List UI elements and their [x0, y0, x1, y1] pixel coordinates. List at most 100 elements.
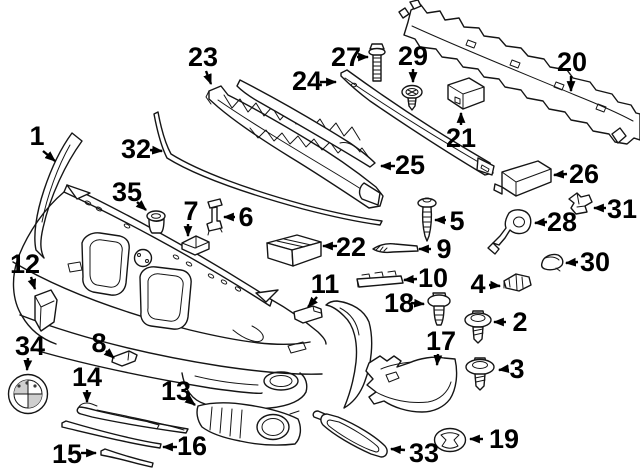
part-3-screw-drawing	[465, 357, 495, 391]
linework-path	[89, 239, 123, 288]
linework-path	[464, 312, 492, 328]
callout-33: 33	[389, 438, 439, 468]
linework-path	[25, 381, 29, 385]
linework-path	[66, 184, 91, 200]
linework-path	[422, 197, 432, 203]
linework-path	[95, 206, 103, 212]
linework-path	[293, 305, 323, 324]
callout-2: 2	[492, 307, 528, 337]
linework-path	[375, 245, 388, 252]
part-27-bolt-drawing	[368, 43, 386, 82]
linework-path	[28, 394, 42, 408]
callout-18: 18	[384, 288, 426, 318]
callout-5: 5	[433, 206, 465, 236]
linework-path	[12, 191, 65, 345]
callout-8: 8	[91, 328, 115, 359]
linework-path	[611, 127, 627, 144]
linework-path	[326, 419, 380, 453]
callout-number: 4	[470, 269, 485, 299]
linework-path	[261, 418, 285, 436]
linework-path	[576, 192, 586, 208]
callout-34: 34	[15, 331, 45, 372]
linework-path	[375, 381, 452, 403]
linework-path	[81, 232, 130, 296]
linework-path	[287, 341, 307, 354]
bumper-cover-drawing	[12, 184, 373, 410]
callout-number: 18	[384, 288, 414, 318]
linework-path	[111, 350, 138, 367]
linework-path	[217, 99, 371, 196]
linework-path	[236, 79, 376, 168]
linework-path	[67, 261, 83, 273]
linework-path	[411, 25, 634, 122]
part-20-upper-carrier-drawing	[398, 0, 640, 145]
linework-path	[380, 361, 413, 370]
callout-28: 28	[533, 207, 577, 237]
linework-path	[454, 96, 461, 105]
linework-path	[34, 349, 263, 395]
linework-path	[276, 238, 312, 248]
callout-19: 19	[468, 424, 519, 454]
callout-arrow	[23, 357, 33, 372]
part-22-foam-block-drawing	[266, 234, 322, 267]
callout-arrow	[564, 257, 579, 267]
callout-number: 10	[418, 263, 448, 293]
part-16-strip-drawing	[61, 420, 162, 449]
part-15-strip-drawing	[100, 448, 154, 468]
callout-arrow	[497, 364, 510, 373]
callout-arrow	[103, 348, 115, 359]
part-32-lower-trim-strip-drawing	[153, 111, 383, 226]
part-2-screw-drawing	[464, 310, 492, 344]
linework-path	[205, 90, 212, 105]
callout-number: 25	[395, 150, 425, 180]
linework-path	[209, 406, 243, 439]
part-35-grommet-drawing	[146, 210, 166, 234]
linework-path	[153, 111, 383, 226]
callout-arrow	[552, 169, 568, 179]
callout-number: 30	[580, 247, 610, 277]
callout-17: 17	[426, 326, 456, 367]
linework-path	[503, 273, 532, 292]
linework-path	[220, 279, 228, 285]
linework-path	[503, 273, 524, 291]
linework-path	[440, 432, 460, 449]
linework-path	[34, 132, 83, 259]
callout-number: 2	[512, 307, 527, 337]
linework-path	[127, 350, 130, 361]
part-30-cap-drawing	[540, 253, 564, 272]
callout-number: 34	[15, 331, 45, 361]
callout-25: 25	[379, 150, 425, 180]
linework-path	[472, 328, 484, 336]
part-28-holder-bracket-drawing	[487, 209, 532, 255]
linework-path	[417, 197, 437, 209]
callout-number: 24	[292, 66, 322, 96]
linework-path	[403, 4, 640, 145]
part-23-impact-absorber-drawing	[205, 85, 384, 209]
linework-path	[480, 164, 490, 173]
linework-path	[433, 309, 445, 321]
callout-number: 32	[121, 134, 151, 164]
callout-15: 15	[52, 439, 98, 469]
part-33-reflector-insert-drawing	[312, 410, 388, 458]
linework-path	[172, 254, 180, 260]
callout-arrow	[149, 145, 164, 155]
linework-path	[100, 448, 154, 468]
linework-path	[358, 182, 381, 206]
linework-path	[78, 402, 98, 408]
linework-path	[96, 409, 185, 431]
linework-path	[398, 7, 410, 19]
linework-path	[474, 375, 486, 383]
linework-path	[137, 253, 141, 257]
part-4-clip-drawing	[503, 273, 532, 292]
callout-arrow	[410, 298, 426, 308]
callout-number: 21	[446, 123, 476, 153]
callout-number: 19	[489, 424, 519, 454]
linework-path	[34, 295, 55, 330]
callout-number: 29	[398, 41, 428, 71]
sensor-mount-circle	[133, 248, 153, 268]
linework-path	[351, 82, 357, 88]
linework-path	[208, 85, 384, 209]
